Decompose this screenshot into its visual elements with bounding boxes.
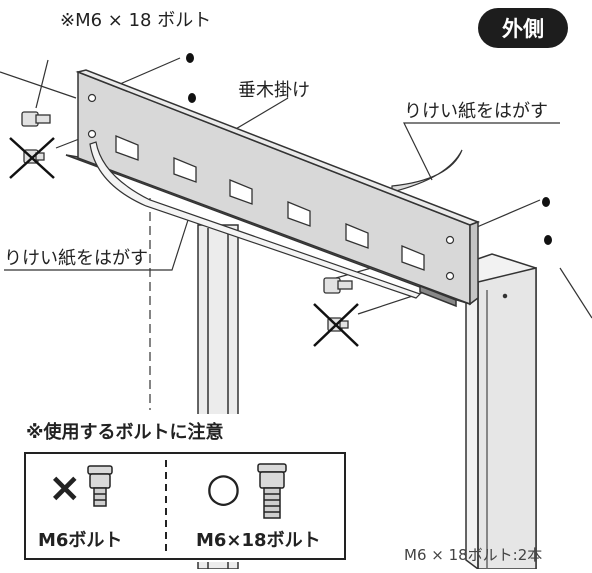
short-bolt-icon xyxy=(87,465,113,507)
bolt-ng-left xyxy=(9,137,55,179)
rafter-hanger-bracket xyxy=(65,69,481,308)
bolt-ng-right xyxy=(313,303,359,347)
outside-badge: 外側 xyxy=(478,8,568,48)
guide-lines xyxy=(0,57,592,410)
release-paper-right xyxy=(391,149,463,193)
bolt-top-label: ※M6 × 18 ボルト xyxy=(60,10,212,31)
peel-left-label: りけい紙をはがす xyxy=(4,248,148,269)
peel-right-label: りけい紙をはがす xyxy=(404,101,548,122)
bolt-ok-left xyxy=(21,111,51,127)
wall-holes xyxy=(186,53,552,245)
bracket-slots xyxy=(115,135,425,271)
long-bolt-icon xyxy=(257,463,287,519)
wrong-mark-icon: × xyxy=(48,465,82,511)
right-mark-icon: ○ xyxy=(206,465,241,511)
part-name-label: 垂木掛け xyxy=(238,80,310,101)
release-paper-left xyxy=(89,141,422,299)
bolt-count-label: M6 × 18ボルト:2本 xyxy=(404,546,543,564)
right-post xyxy=(465,253,537,570)
m6x18-bolt-caption: M6×18ボルト xyxy=(196,530,321,551)
note-title: ※使用するボルトに注意 xyxy=(26,422,224,443)
note-frame: × ○ M6ボルト M6×18ボルト xyxy=(24,452,346,560)
bolt-caution-note: ※使用するボルトに注意 × ○ M6 xyxy=(20,414,352,562)
bolt-ok-right xyxy=(323,277,353,294)
bracket-holes xyxy=(87,93,455,281)
m6-bolt-caption: M6ボルト xyxy=(38,530,123,551)
